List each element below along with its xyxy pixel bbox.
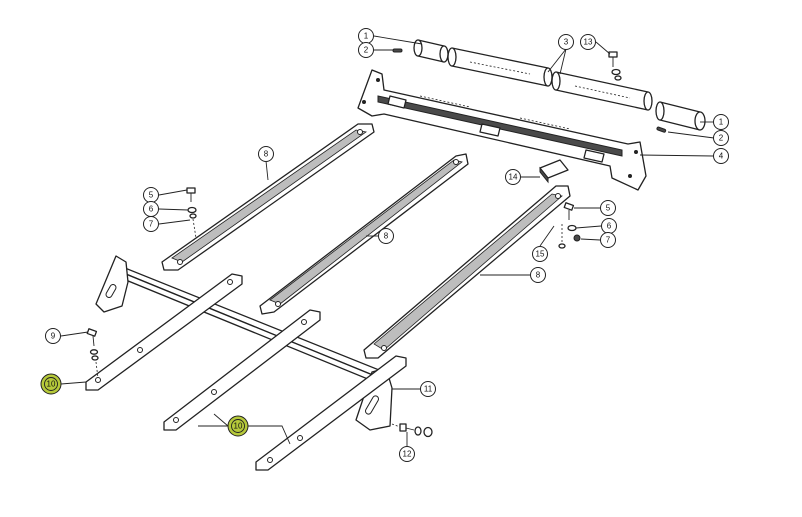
slat-right <box>363 185 571 359</box>
flat-bar-2 <box>163 309 321 431</box>
svg-text:10: 10 <box>234 422 243 431</box>
leader-lines <box>60 35 715 446</box>
flat-bar-1 <box>85 273 243 391</box>
hardware-12 <box>391 423 433 438</box>
tube-right <box>551 71 653 111</box>
callout-11: 11 <box>420 381 436 397</box>
callout-13: 13 <box>580 34 596 50</box>
svg-text:4: 4 <box>719 152 724 161</box>
tube-sleeve-right <box>655 101 706 131</box>
svg-text:11: 11 <box>424 385 433 394</box>
bracket-left <box>95 255 129 313</box>
svg-text:13: 13 <box>584 38 593 47</box>
svg-text:2: 2 <box>719 134 724 143</box>
rear-beam <box>357 69 647 191</box>
svg-text:9: 9 <box>51 332 56 341</box>
callout-8-right: 8 <box>530 267 546 283</box>
callout-5-right: 5 <box>600 200 616 216</box>
callout-15: 15 <box>532 246 548 262</box>
svg-text:7: 7 <box>606 236 611 245</box>
tube-sleeve-left <box>413 39 449 63</box>
svg-text:6: 6 <box>149 205 154 214</box>
callout-1-right: 1 <box>713 114 729 130</box>
tube-center <box>447 47 553 87</box>
callout-1-top: 1 <box>358 28 374 44</box>
svg-text:12: 12 <box>403 450 412 459</box>
callout-3: 3 <box>558 34 574 50</box>
svg-text:5: 5 <box>606 204 611 213</box>
svg-text:2: 2 <box>364 46 369 55</box>
flat-bar-3 <box>255 355 407 471</box>
svg-text:7: 7 <box>149 220 154 229</box>
callout-9: 9 <box>45 328 61 344</box>
callout-2-top: 2 <box>358 42 374 58</box>
callout-8-left: 8 <box>258 146 274 162</box>
callout-10-left-highlighted: 10 <box>40 373 62 395</box>
svg-text:5: 5 <box>149 191 154 200</box>
callout-12: 12 <box>399 446 415 462</box>
bolt-13 <box>608 51 622 81</box>
callout-6-left: 6 <box>143 201 159 217</box>
svg-text:1: 1 <box>364 32 369 41</box>
plate-14 <box>539 159 569 184</box>
svg-text:8: 8 <box>536 271 541 280</box>
callout-7-left: 7 <box>143 216 159 232</box>
svg-text:8: 8 <box>384 232 389 241</box>
pin-left <box>392 48 403 53</box>
callout-2-right: 2 <box>713 130 729 146</box>
svg-text:3: 3 <box>564 38 569 47</box>
svg-text:1: 1 <box>719 118 724 127</box>
callout-10-bottom-highlighted: 10 <box>227 415 249 437</box>
svg-text:10: 10 <box>47 380 56 389</box>
svg-text:15: 15 <box>536 250 545 259</box>
callout-8-center: 8 <box>378 228 394 244</box>
slat-center <box>259 153 469 315</box>
pin-right <box>656 126 667 133</box>
svg-text:6: 6 <box>607 222 612 231</box>
hardware-right-5-6-7 <box>558 202 581 249</box>
svg-text:8: 8 <box>264 150 269 159</box>
hardware-left-5-6-7 <box>186 187 197 239</box>
callout-5-left: 5 <box>143 187 159 203</box>
callout-4: 4 <box>713 148 729 164</box>
slat-left <box>161 123 375 271</box>
hardware-9 <box>86 328 99 379</box>
svg-text:14: 14 <box>509 173 518 182</box>
callout-7-right: 7 <box>600 232 616 248</box>
callout-14: 14 <box>505 169 521 185</box>
callout-6-right: 6 <box>601 218 617 234</box>
